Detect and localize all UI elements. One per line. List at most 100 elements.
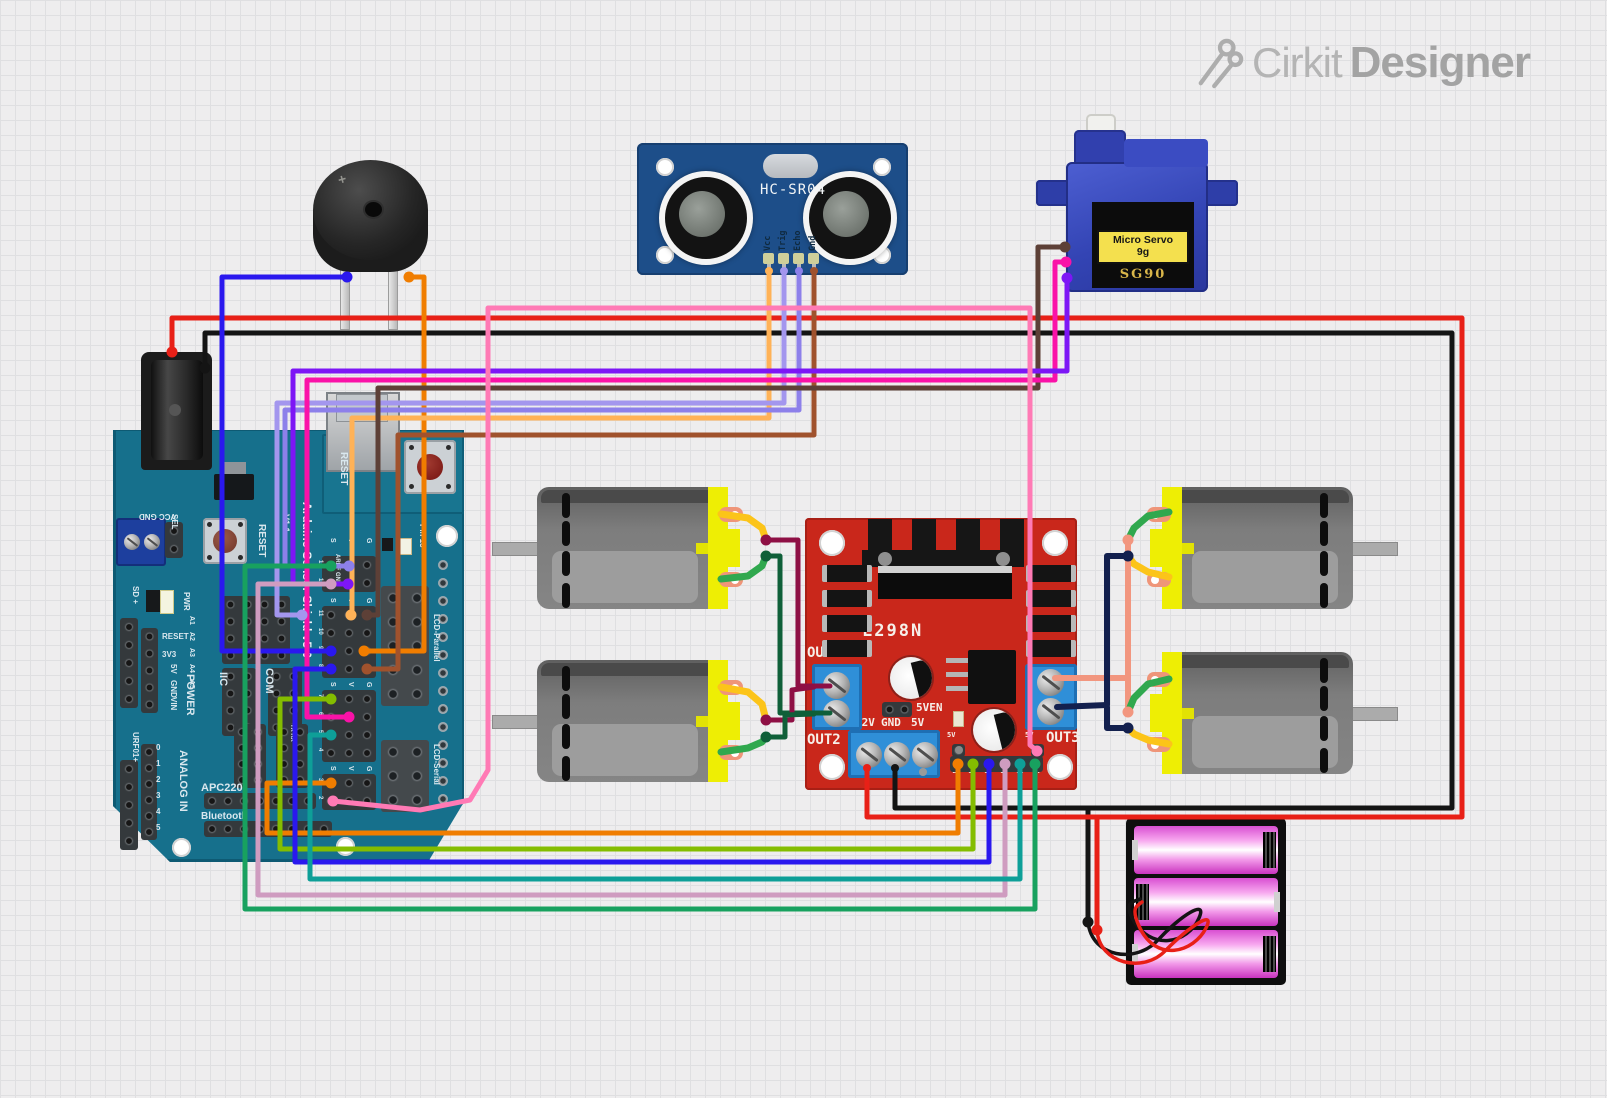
motor-vent-slot bbox=[562, 756, 570, 781]
pin-header[interactable] bbox=[381, 740, 429, 812]
reset-button-cap[interactable] bbox=[213, 529, 237, 553]
terminal-screw bbox=[856, 742, 882, 768]
micro-servo-sg90[interactable]: Micro Servo 9g SG90 bbox=[1036, 112, 1238, 302]
pin-header[interactable] bbox=[1031, 744, 1044, 757]
wire-junction bbox=[760, 731, 772, 743]
pin-header[interactable] bbox=[204, 793, 316, 809]
heatsink-fin bbox=[1000, 519, 1024, 553]
pin-header[interactable] bbox=[882, 702, 912, 717]
servo-label-line1: Micro Servo bbox=[1112, 234, 1174, 247]
pin-pad-trig[interactable] bbox=[778, 253, 789, 264]
wire-junction bbox=[1122, 534, 1134, 546]
pin-pad-vcc[interactable] bbox=[763, 253, 774, 264]
pcb-label: PWR bbox=[182, 592, 191, 611]
pin-header[interactable] bbox=[381, 586, 429, 706]
dc-motor[interactable] bbox=[492, 660, 745, 782]
servo-output-shaft bbox=[1086, 114, 1116, 134]
buzzer-component[interactable] bbox=[313, 160, 428, 335]
motor-terminal[interactable] bbox=[1147, 572, 1171, 587]
pcb-label: G bbox=[365, 538, 372, 544]
diode bbox=[1026, 615, 1076, 632]
pcb-label: VIN bbox=[169, 697, 178, 711]
motor-vent-slot bbox=[1320, 493, 1328, 518]
dc-motor[interactable] bbox=[1145, 652, 1398, 774]
pcb-label: G bbox=[365, 598, 372, 604]
shield-power-terminal[interactable] bbox=[116, 518, 166, 566]
motor-terminal[interactable] bbox=[1147, 507, 1171, 522]
motor-body-highlight bbox=[1192, 716, 1338, 768]
motor-end-cap bbox=[1162, 487, 1182, 609]
pin-header[interactable] bbox=[141, 744, 157, 840]
pin-label-trig: Trig bbox=[778, 230, 788, 251]
mount-hole bbox=[336, 837, 355, 856]
wire-junction bbox=[1122, 550, 1134, 562]
pin-header[interactable] bbox=[234, 724, 266, 788]
pin-header[interactable] bbox=[322, 606, 376, 678]
pin-header[interactable] bbox=[950, 756, 1043, 772]
pin-label-gnd: Gnd bbox=[808, 235, 818, 251]
ultrasonic-sensor-hcsr04[interactable]: HC-SR04 Vcc Trig Echo Gnd bbox=[637, 143, 908, 282]
diode bbox=[1026, 640, 1076, 657]
out1-out2-terminal[interactable] bbox=[812, 664, 862, 730]
jack-highlight bbox=[169, 404, 181, 416]
heatsink-fin bbox=[956, 519, 980, 553]
pin-header[interactable] bbox=[204, 821, 332, 837]
motor-terminal[interactable] bbox=[719, 680, 743, 695]
pcb-label: 5 bbox=[156, 823, 161, 832]
motor-shaft bbox=[492, 542, 541, 556]
dc-barrel-jack[interactable] bbox=[141, 352, 212, 470]
pcb-label: 3 bbox=[156, 791, 161, 800]
diode bbox=[822, 640, 872, 657]
pin-header[interactable] bbox=[322, 690, 376, 762]
subboard-reset-button[interactable] bbox=[404, 440, 456, 494]
electrolytic-capacitor bbox=[890, 657, 932, 699]
motor-terminal[interactable] bbox=[719, 745, 743, 760]
pcb-label: S bbox=[329, 766, 336, 771]
pcb-label: APC220 bbox=[201, 782, 243, 794]
motor-terminal[interactable] bbox=[1147, 672, 1171, 687]
reset-button-cap[interactable] bbox=[417, 454, 443, 480]
battery-holder[interactable] bbox=[1126, 818, 1286, 985]
wire[interactable] bbox=[1104, 704, 1131, 731]
motor-terminal[interactable] bbox=[1147, 737, 1171, 752]
motor-body-highlight bbox=[552, 551, 698, 603]
pin-header[interactable] bbox=[222, 596, 290, 664]
pin-pad-gnd[interactable] bbox=[808, 253, 819, 264]
pin-header[interactable] bbox=[952, 744, 965, 757]
motor-body-highlight bbox=[552, 724, 698, 776]
motor-terminal[interactable] bbox=[719, 507, 743, 522]
5v-label: 5V bbox=[911, 716, 925, 729]
wire-junction bbox=[760, 714, 772, 726]
motor-terminal[interactable] bbox=[719, 572, 743, 587]
motor-cap-tab bbox=[728, 529, 740, 567]
motor-vent-slot bbox=[562, 724, 570, 749]
pcb-label: LCD-Serial bbox=[432, 744, 441, 785]
pcb-label: 0 bbox=[156, 743, 161, 752]
pin-header[interactable] bbox=[120, 760, 138, 850]
motor-vent-slot bbox=[1320, 716, 1328, 741]
wire-junction bbox=[1082, 916, 1094, 928]
dc-motor[interactable] bbox=[1145, 487, 1398, 609]
pin-leg bbox=[782, 264, 786, 282]
pcb-label: 10 bbox=[317, 628, 323, 635]
pin-header[interactable] bbox=[322, 556, 376, 592]
ultrasonic-transmitter bbox=[659, 171, 753, 265]
dc-motor[interactable] bbox=[492, 487, 745, 609]
mount-hole bbox=[436, 525, 458, 547]
pcb-label: 7 bbox=[317, 694, 323, 698]
shield-reset-button[interactable] bbox=[203, 518, 247, 564]
wire-junction bbox=[760, 534, 772, 546]
out3-out4-terminal[interactable] bbox=[1025, 664, 1077, 730]
l298-ic-body bbox=[878, 573, 1012, 599]
motor-end-cap bbox=[708, 487, 728, 609]
pcb-label: SEL bbox=[170, 514, 179, 530]
pin-header[interactable] bbox=[120, 618, 138, 708]
jumper-label: 5VEN bbox=[916, 701, 943, 714]
pin-pad-echo[interactable] bbox=[793, 253, 804, 264]
pcb-label: LCD-Parallel bbox=[432, 614, 441, 662]
pin-header[interactable] bbox=[322, 774, 376, 810]
terminal-screw bbox=[144, 534, 160, 550]
pin-header[interactable] bbox=[141, 628, 158, 713]
smd-led bbox=[953, 711, 964, 727]
power-terminal-12v-gnd-5v[interactable] bbox=[848, 730, 940, 778]
